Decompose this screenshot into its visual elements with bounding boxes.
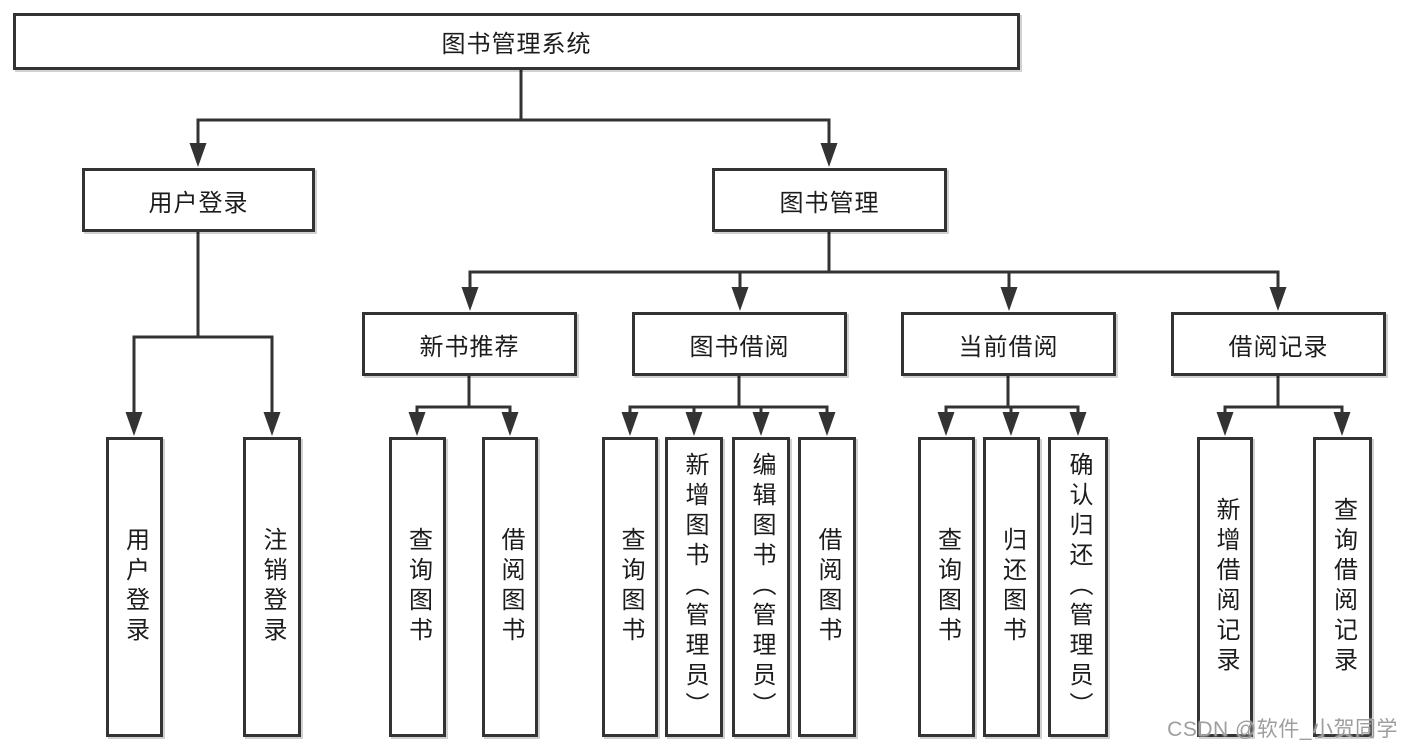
arrowhead-icons [125,143,1351,436]
node-book-management: 图书管理 [712,168,947,232]
leaf-query-book-current: 查询图书 [918,437,975,737]
node-library-system: 图书管理系统 [13,13,1020,70]
leaf-add-borrow-record: 新增借阅记录 [1197,437,1253,737]
node-user-login: 用户登录 [82,168,315,232]
tree-edges [132,67,1344,418]
leaf-query-book-borrowing: 查询图书 [602,437,658,737]
watermark: CSDN @软件_小贺同学 [1167,718,1398,741]
leaf-return-book: 归还图书 [983,437,1040,737]
leaf-borrow-book-recommend: 借阅图书 [482,437,538,737]
leaf-logout: 注销登录 [243,437,301,737]
leaf-query-borrow-record: 查询借阅记录 [1313,437,1372,737]
leaf-add-book-admin: 新增图书（管理员） [665,437,723,737]
leaf-user-login: 用户登录 [106,437,163,737]
leaf-query-book-recommend: 查询图书 [389,437,446,737]
node-new-book-recommend: 新书推荐 [362,312,577,376]
leaf-edit-book-admin: 编辑图书（管理员） [732,437,790,737]
node-current-borrowing: 当前借阅 [901,312,1116,376]
leaf-borrow-book: 借阅图书 [798,437,856,737]
leaf-confirm-return-admin: 确认归还（管理员） [1048,437,1108,737]
node-book-borrowing: 图书借阅 [632,312,847,376]
node-borrow-records: 借阅记录 [1171,312,1386,376]
